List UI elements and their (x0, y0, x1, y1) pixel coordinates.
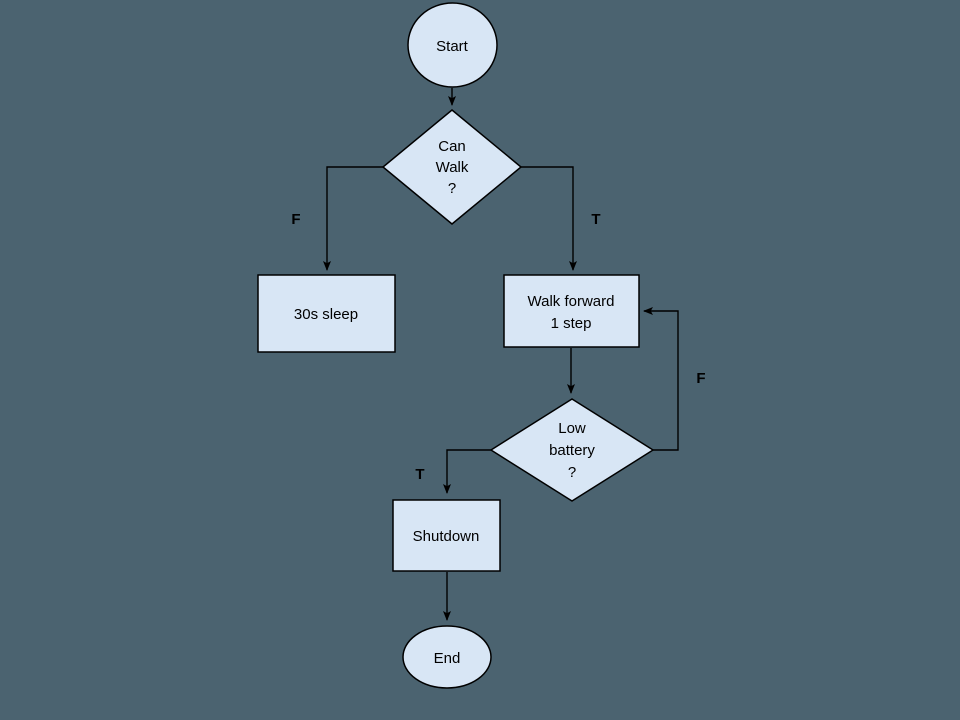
canwalk-true-edge-label: T (591, 211, 600, 228)
end-node (402, 625, 492, 689)
edge-lowbattery-true-to-shutdown (443, 449, 491, 494)
can-walk-label-line3: ? (448, 180, 456, 197)
edge-canwalk-false-to-sleep (323, 166, 383, 271)
edge-canwalk-true-to-walkforward (521, 166, 577, 271)
shutdown-node-label: Shutdown (413, 528, 480, 545)
start-node-label: Start (436, 38, 469, 55)
sleep-node-label: 30s sleep (294, 306, 358, 323)
edge-lowbattery-false-loop (643, 307, 679, 451)
start-node (407, 2, 498, 88)
low-battery-label-line1: Low (558, 420, 586, 437)
can-walk-decision-node (381, 109, 523, 225)
low-battery-label-line3: ? (568, 464, 576, 481)
canwalk-false-edge-label: F (291, 211, 300, 228)
shutdown-process-node (392, 499, 501, 572)
low-battery-decision-node (489, 398, 655, 502)
can-walk-label-line2: Walk (436, 159, 469, 176)
lowbattery-false-edge-label: F (696, 370, 705, 387)
can-walk-label-line1: Can (438, 138, 466, 155)
walk-forward-process-node (503, 274, 640, 348)
lowbattery-true-edge-label: T (415, 466, 424, 483)
sleep-process-node (257, 274, 396, 353)
walk-forward-label-line2: 1 step (551, 315, 592, 332)
end-node-label: End (434, 650, 461, 667)
low-battery-label-line2: battery (549, 442, 595, 459)
walk-forward-label-line1: Walk forward (528, 293, 615, 310)
